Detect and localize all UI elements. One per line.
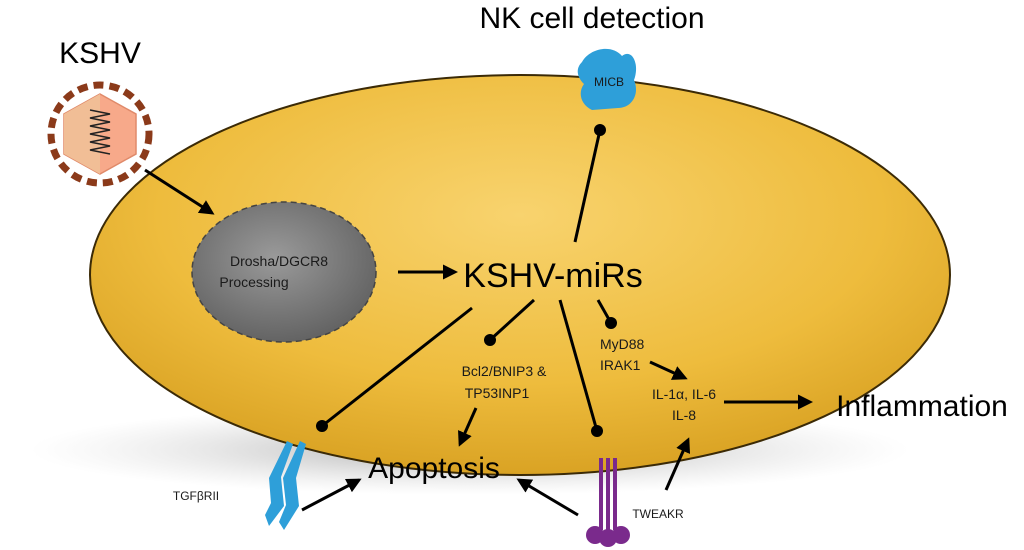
micb-receptor (577, 48, 637, 110)
tweakr-label: TWEAKR (632, 507, 684, 521)
bcl2-label-line1: Bcl2/BNIP3 & (462, 363, 547, 379)
inhibit-tweakr (558, 299, 599, 432)
tgfbrii-receptor (265, 441, 306, 530)
tweakr-receptor (586, 458, 630, 547)
arrow-tweakr-to-il (664, 437, 691, 491)
micb-label: MICB (594, 75, 624, 89)
arrow-tweakr-to-apoptosis (516, 478, 579, 517)
inhibit-micb (573, 129, 602, 243)
cell-body (89, 74, 951, 476)
kshv-mirs-label: KSHV-miRs (463, 257, 642, 295)
drosha-label-line2: Processing (219, 274, 288, 290)
inhibit-tweakr-end (591, 425, 603, 437)
inhibit-bcl2-end (484, 334, 496, 346)
nucleus (191, 201, 377, 343)
myd88-label: MyD88 (600, 336, 645, 352)
arrows (144, 168, 813, 517)
apoptosis-label: Apoptosis (368, 452, 500, 485)
nk-detection-label: NK cell detection (479, 2, 704, 35)
inhibit-tgfbrii (321, 306, 473, 428)
il-label-line1: IL-1α, IL-6 (652, 386, 716, 402)
irak1-label: IRAK1 (600, 357, 641, 373)
kshv-virus-icon (47, 81, 153, 187)
inflammation-label: Inflammation (836, 390, 1008, 423)
arrow-myd88-to-il (649, 360, 688, 380)
arrow-kshv-to-nucleus (144, 168, 215, 215)
arrow-tgfbrii-to-apoptosis (301, 478, 362, 512)
inhibit-bcl2 (488, 298, 536, 342)
arrow-bcl2-to-apoptosis (458, 407, 478, 447)
inhibit-micb-end (594, 124, 606, 136)
kshv-label: KSHV (59, 37, 141, 70)
inhibit-tgfbrii-end (316, 420, 328, 432)
drosha-label-line1: Drosha/DGCR8 (230, 253, 328, 269)
bcl2-label-line2: TP53INP1 (465, 385, 530, 401)
inhibition-lines (321, 129, 613, 432)
tgfbrii-label: TGFβRII (173, 489, 219, 503)
inhibit-myd88-end (605, 317, 617, 329)
il-label-line2: IL-8 (672, 407, 696, 423)
